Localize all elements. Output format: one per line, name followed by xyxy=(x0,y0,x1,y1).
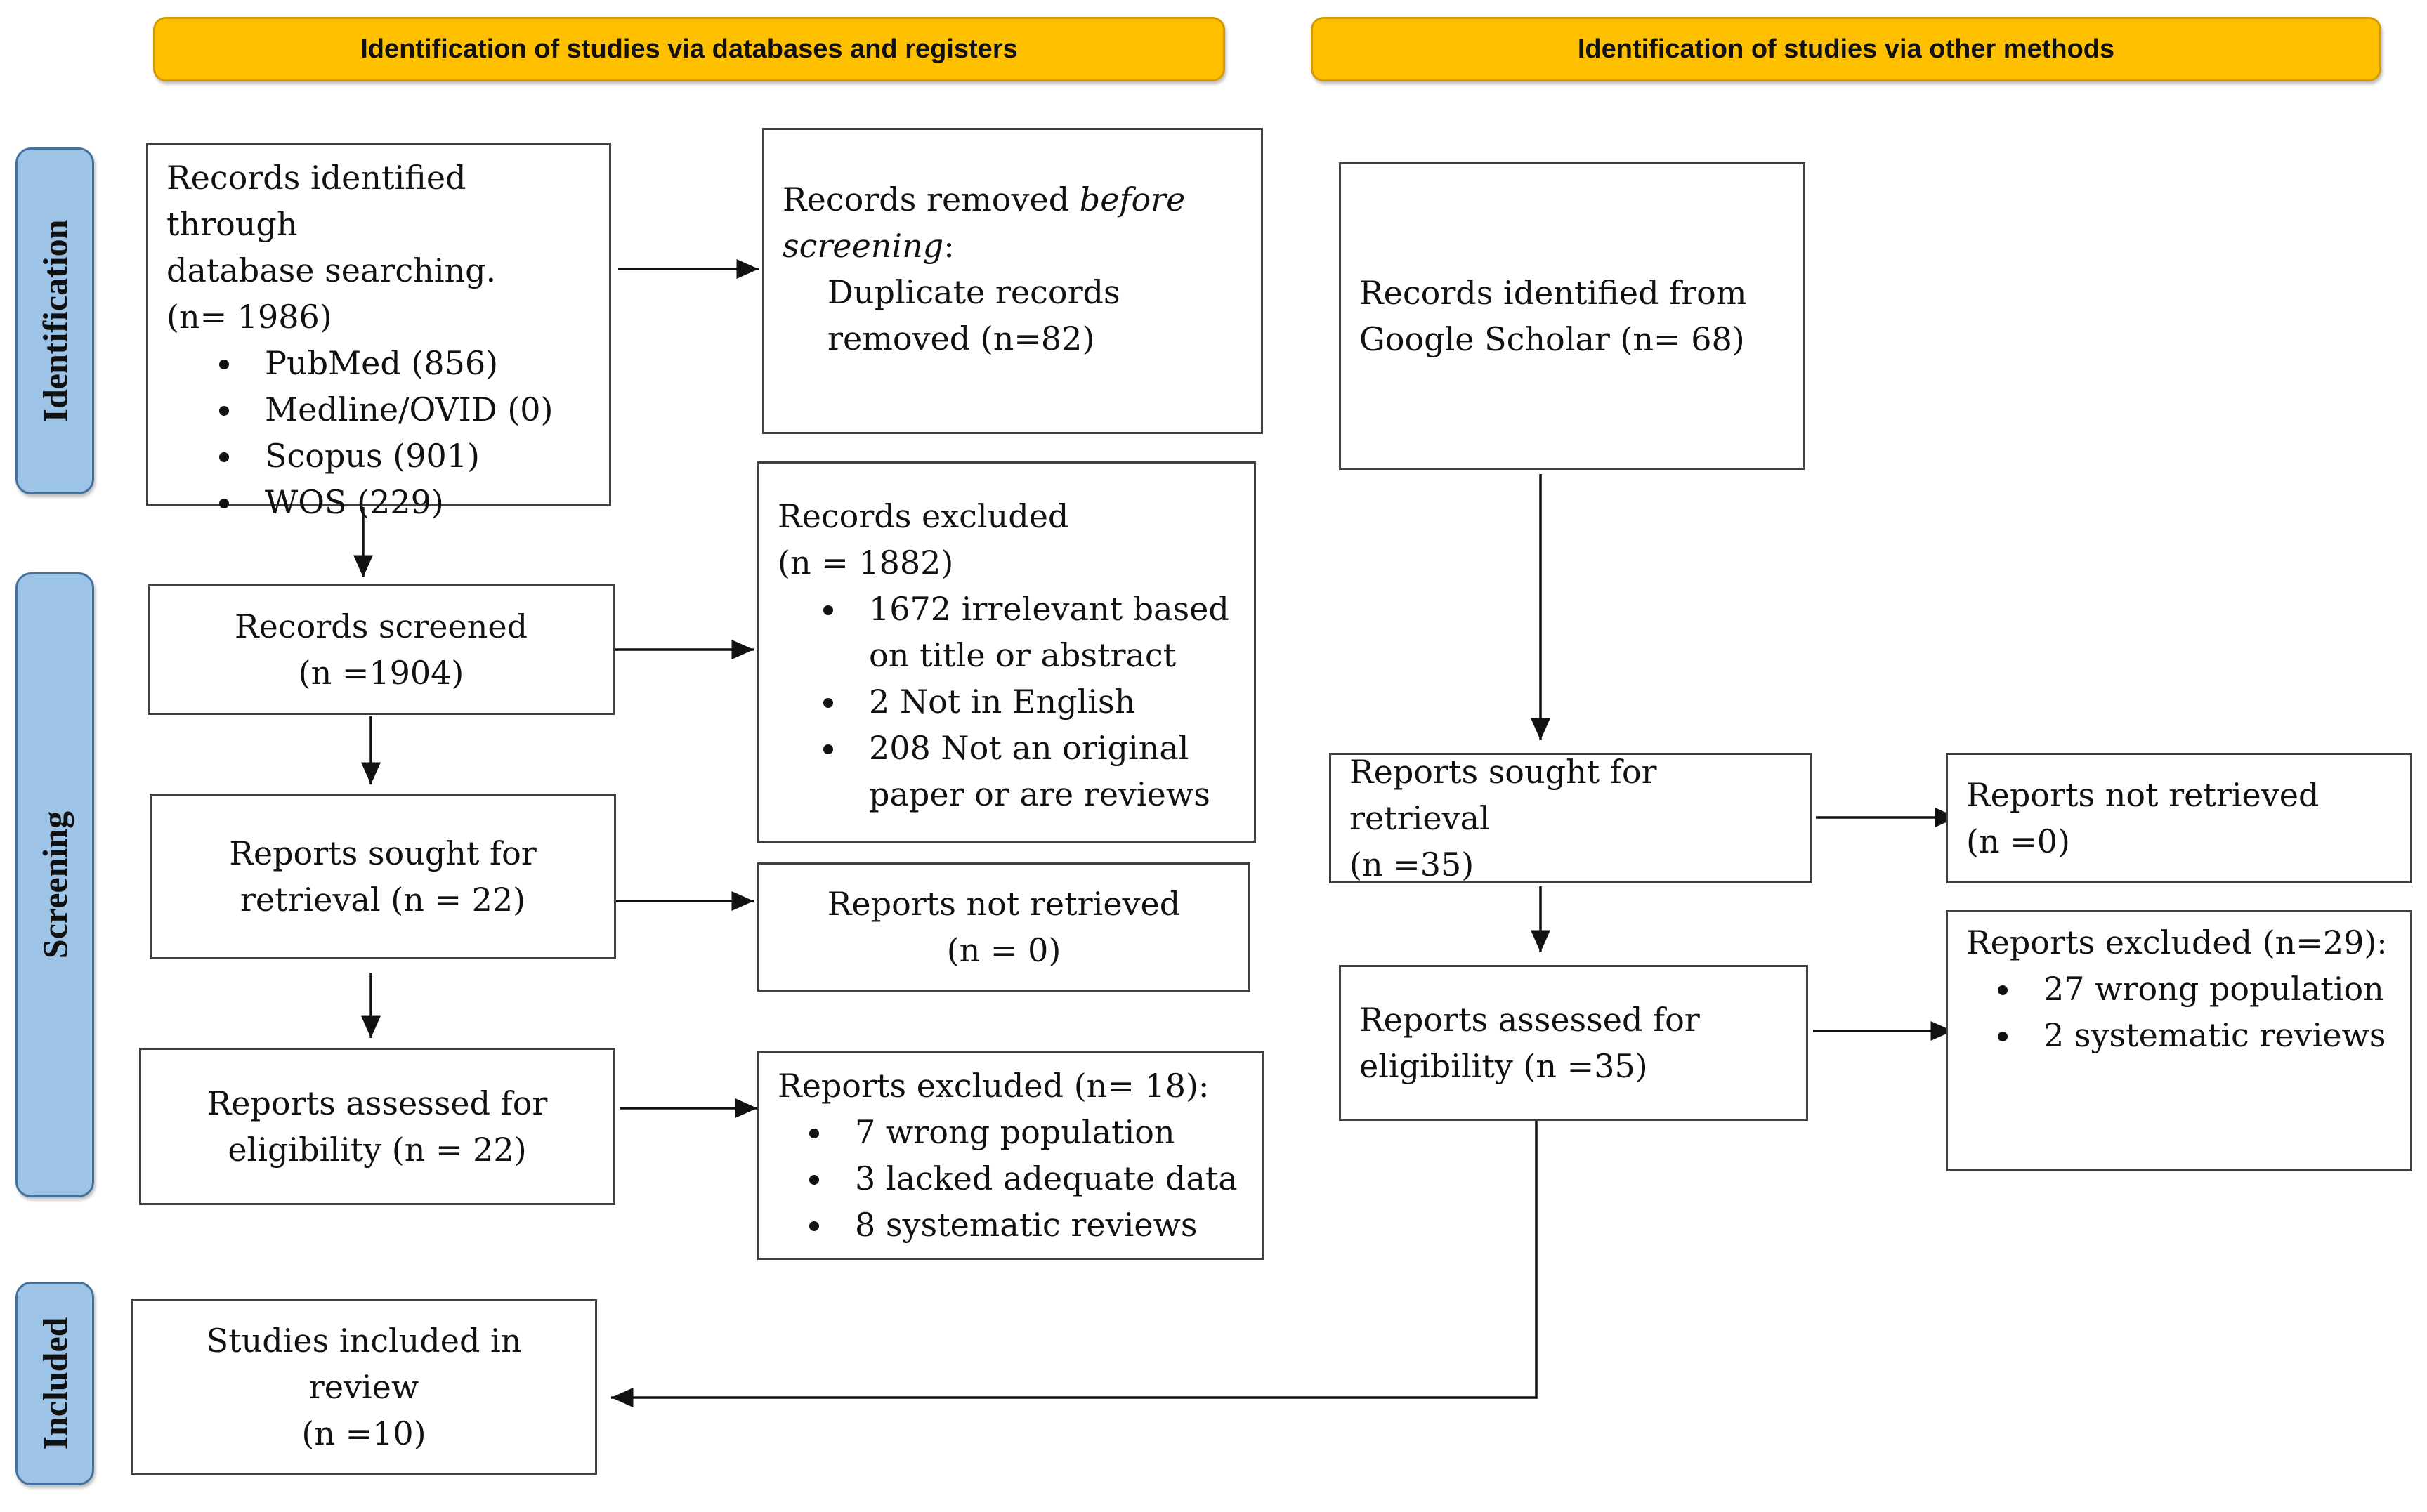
box-reports-excluded-db: Reports excluded (n= 18): 7 wrong popula… xyxy=(757,1051,1264,1260)
records-identified-line3: (n= 1986) xyxy=(166,298,332,336)
stage-included-label: Included xyxy=(35,1317,74,1450)
header-other-methods: Identification of studies via other meth… xyxy=(1311,17,2381,81)
box-reports-assessed-db: Reports assessed for eligibility (n = 22… xyxy=(139,1048,615,1205)
records-excluded-list: 1672 irrelevant based on title or abstra… xyxy=(778,586,1236,817)
included-line1: Studies included in review xyxy=(206,1322,522,1406)
assessed-db-line1: Reports assessed for xyxy=(207,1084,548,1122)
excluded-db-list: 7 wrong population 3 lacked adequate dat… xyxy=(778,1109,1244,1248)
records-screened-line2: (n =1904) xyxy=(298,654,464,692)
not-retrieved-other-line1: Reports not retrieved xyxy=(1966,776,2320,814)
list-item: Medline/OVID (0) xyxy=(244,386,591,433)
header-databases: Identification of studies via databases … xyxy=(153,17,1225,81)
records-identified-line2: database searching. xyxy=(166,251,497,289)
list-item: 3 lacked adequate data xyxy=(834,1155,1244,1202)
excluded-db-line1: Reports excluded (n= 18): xyxy=(778,1067,1210,1105)
list-item: 208 Not an original paper or are reviews xyxy=(848,725,1236,817)
list-item: 8 systematic reviews xyxy=(834,1202,1244,1248)
stage-identification-label: Identification xyxy=(35,219,74,423)
list-item: WOS (229) xyxy=(244,479,591,525)
list-item: 2 systematic reviews xyxy=(2022,1012,2392,1058)
box-records-screened: Records screened (n =1904) xyxy=(148,584,615,715)
assessed-db-line2: eligibility (n = 22) xyxy=(228,1131,527,1169)
box-reports-assessed-other: Reports assessed for eligibility (n =35) xyxy=(1339,965,1808,1121)
box-records-excluded: Records excluded (n = 1882) 1672 irrelev… xyxy=(757,461,1256,843)
records-identified-line1: Records identified through xyxy=(166,159,466,243)
box-reports-sought-db: Reports sought for retrieval (n = 22) xyxy=(150,794,616,959)
records-removed-screening: screening xyxy=(783,227,944,265)
not-retrieved-db-line2: (n = 0) xyxy=(946,931,1061,969)
records-excluded-line1: Records excluded xyxy=(778,497,1069,535)
list-item: Scopus (901) xyxy=(244,433,591,479)
box-records-removed: Records removed before screening: Duplic… xyxy=(762,128,1263,434)
records-removed-line2: screening: xyxy=(783,223,1243,269)
not-retrieved-db-line1: Reports not retrieved xyxy=(827,885,1181,923)
list-item: 1672 irrelevant based on title or abstra… xyxy=(848,586,1236,678)
header-other-label: Identification of studies via other meth… xyxy=(1577,34,2115,64)
header-databases-label: Identification of studies via databases … xyxy=(360,34,1018,64)
google-scholar-line1: Records identified from xyxy=(1359,274,1747,312)
included-line2: (n =10) xyxy=(301,1414,426,1452)
records-removed-prefix: Records removed xyxy=(783,180,1080,218)
list-item: 27 wrong population xyxy=(2022,966,2392,1012)
records-excluded-line2: (n = 1882) xyxy=(778,544,954,581)
excluded-other-line1: Reports excluded (n=29): xyxy=(1966,923,2388,961)
records-removed-colon: : xyxy=(943,227,955,265)
list-item: 2 Not in English xyxy=(848,678,1236,725)
list-item: 7 wrong population xyxy=(834,1109,1244,1155)
records-screened-line1: Records screened xyxy=(234,607,528,645)
sought-db-line2: retrieval (n = 22) xyxy=(240,881,526,919)
stage-screening-label: Screening xyxy=(35,810,74,959)
box-reports-excluded-other: Reports excluded (n=29): 27 wrong popula… xyxy=(1946,910,2412,1171)
assessed-other-line2: eligibility (n =35) xyxy=(1359,1047,1648,1085)
records-removed-line4: removed (n=82) xyxy=(827,320,1095,357)
box-records-identified: Records identified through database sear… xyxy=(146,143,611,521)
google-scholar-line2: Google Scholar (n= 68) xyxy=(1359,320,1745,358)
not-retrieved-other-line2: (n =0) xyxy=(1966,822,2070,860)
stage-screening: Screening xyxy=(15,572,94,1197)
excluded-other-list: 27 wrong population 2 systematic reviews xyxy=(1966,966,2392,1058)
stage-identification: Identification xyxy=(15,147,94,494)
records-removed-line3: Duplicate records xyxy=(827,273,1120,311)
box-google-scholar: Records identified from Google Scholar (… xyxy=(1339,162,1805,470)
box-reports-not-retrieved-db: Reports not retrieved (n = 0) xyxy=(757,862,1250,992)
box-studies-included: Studies included in review (n =10) xyxy=(131,1299,597,1475)
records-removed-before: before xyxy=(1079,180,1186,218)
box-reports-not-retrieved-other: Reports not retrieved (n =0) xyxy=(1946,753,2412,883)
sought-other-line2: (n =35) xyxy=(1349,846,1474,883)
sought-other-line1: Reports sought for retrieval xyxy=(1349,753,1657,837)
records-identified-list: PubMed (856) Medline/OVID (0) Scopus (90… xyxy=(166,340,591,525)
sought-db-line1: Reports sought for xyxy=(229,834,537,872)
box-reports-sought-other: Reports sought for retrieval (n =35) xyxy=(1329,753,1812,883)
assessed-other-line1: Reports assessed for xyxy=(1359,1001,1700,1039)
list-item: PubMed (856) xyxy=(244,340,591,386)
records-removed-line1: Records removed before xyxy=(783,176,1243,223)
stage-included: Included xyxy=(15,1282,94,1485)
